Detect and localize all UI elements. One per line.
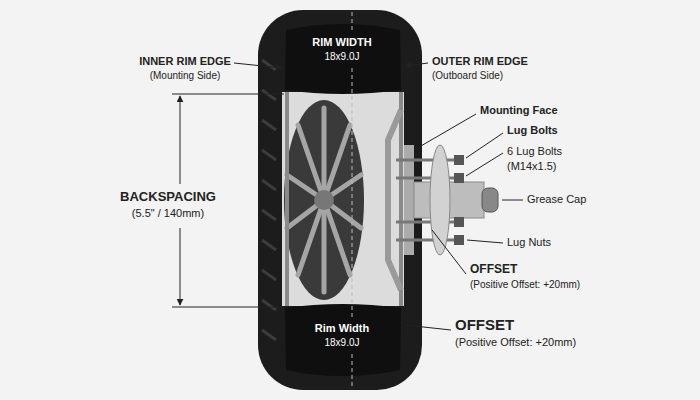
part-label: INNER RIM EDGE	[139, 55, 231, 68]
part-label: 6 Lug Bolts	[507, 145, 562, 158]
part-label: Grease Cap	[527, 193, 586, 206]
tread	[262, 60, 276, 340]
wheel-face	[284, 100, 364, 300]
studs	[396, 160, 462, 240]
rim-interior	[282, 92, 404, 306]
dimension-value: 18x9.0J	[324, 337, 359, 349]
spokes	[287, 108, 361, 292]
lug-nuts	[454, 155, 464, 245]
dimension-value: (Positive Offset: +20mm)	[455, 336, 576, 349]
part-label: Lug Bolts	[507, 124, 558, 137]
dimension-label: OFFSET	[455, 316, 514, 334]
part-note: (M14x1.5)	[507, 160, 557, 173]
wheel-center	[314, 190, 334, 210]
hub-flange	[430, 145, 450, 255]
part-label: Lug Nuts	[507, 236, 551, 249]
mounting-disc	[388, 110, 401, 290]
part-note: (Mounting Side)	[150, 70, 221, 82]
dimension-value: (Positive Offset: +20mm)	[470, 279, 580, 291]
tire-section	[285, 24, 401, 94]
tire	[258, 10, 422, 390]
dimension-value: 18x9.0J	[324, 51, 359, 63]
dimension-value: (5.5" / 140mm)	[132, 207, 204, 220]
part-label: OUTER RIM EDGE	[432, 55, 528, 68]
tire-section	[285, 304, 401, 376]
part-note: (Outboard Side)	[432, 70, 503, 82]
part-label: Mounting Face	[480, 104, 558, 117]
dimension-label: Rim Width	[315, 322, 369, 335]
rim-barrel	[287, 92, 401, 306]
dimension-label: OFFSET	[470, 262, 517, 276]
dimension-label: BACKSPACING	[120, 189, 216, 205]
dimension-label: RIM WIDTH	[312, 36, 371, 49]
grease-cap	[482, 188, 498, 212]
